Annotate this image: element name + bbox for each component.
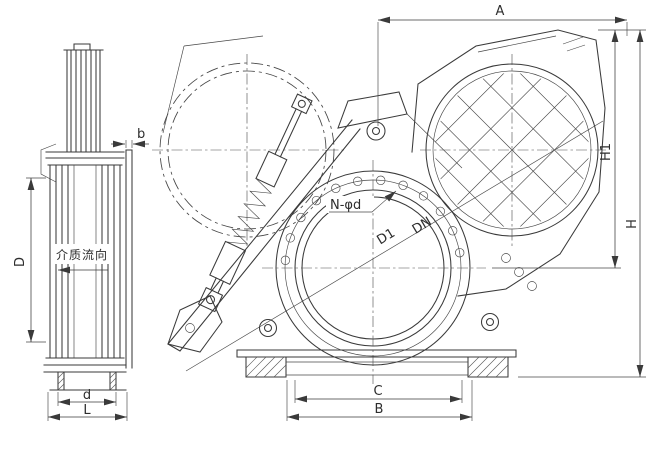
- front-view-dimensions: A H1 H C B: [286, 4, 646, 421]
- callout-leader: [329, 190, 397, 213]
- bolt-hole: [418, 191, 429, 201]
- main-bore: [185, 120, 604, 384]
- base: [236, 312, 517, 378]
- frame-left-edge: [167, 119, 361, 352]
- corner-bolt-outer: [480, 312, 500, 332]
- base-channel: [286, 361, 468, 376]
- bolt-holes: [280, 175, 465, 265]
- dim-label-D: D: [13, 257, 28, 267]
- top-pin: [297, 99, 306, 108]
- side-view-dimensions: D b d L: [13, 127, 149, 421]
- bracket-hole: [527, 281, 537, 291]
- bracket-pin-hole: [185, 323, 195, 333]
- left-bracket: [40, 143, 57, 183]
- bracket-hole: [514, 267, 524, 277]
- bolt-hole: [353, 176, 363, 186]
- corner-bolt-pin: [485, 317, 495, 327]
- bolt-callout-label: N-φd: [330, 198, 361, 213]
- dim-label-B: B: [375, 402, 384, 417]
- base-plate: [236, 349, 517, 358]
- phantom-position: [152, 35, 344, 248]
- dim-label-D1: D1: [374, 226, 397, 248]
- dim-b-extensions: [125, 140, 133, 148]
- frame-right-edge: [406, 113, 463, 169]
- side-view: 介质流向: [40, 43, 133, 391]
- body-flanges: [43, 151, 127, 373]
- plate-outline: [411, 29, 606, 297]
- dim-label-L: L: [83, 403, 91, 418]
- feet-hatch: [245, 356, 509, 378]
- dim-A-extensions: [377, 22, 628, 126]
- frame-side-plate: [125, 149, 133, 369]
- bolt-hole-callout: N-φd: [326, 190, 397, 213]
- apex-pivot-outer: [366, 121, 386, 141]
- bolt-hole: [285, 233, 295, 243]
- flow-direction-label: 介质流向: [56, 247, 108, 262]
- dim-label-H: H: [625, 219, 640, 229]
- grid-centerlines: [420, 54, 606, 248]
- pivot-bracket: [167, 295, 223, 353]
- apex-flange: [337, 91, 408, 129]
- bolt-hole: [435, 206, 446, 217]
- feet: [245, 356, 509, 378]
- bolt-hole: [398, 180, 408, 190]
- cylinder-body: [209, 240, 247, 286]
- corner-bolt-pin: [263, 323, 273, 333]
- spring: [226, 178, 273, 245]
- dim-label-d: d: [83, 388, 91, 403]
- dim-label-DN: DN: [410, 214, 435, 237]
- bolt-hole: [448, 226, 458, 236]
- phantom-corner-lines: [162, 35, 264, 134]
- plate-edge-details: [477, 35, 586, 53]
- piston-rod: [274, 108, 303, 158]
- feet-lines: [49, 371, 127, 391]
- bolt-hole: [331, 183, 341, 193]
- swing-frame: [167, 91, 463, 352]
- cylinder-head: [255, 150, 288, 188]
- dim-label-H1: H1: [599, 143, 614, 161]
- bolt-hole: [376, 175, 386, 185]
- hydraulic-cylinder: [197, 93, 313, 313]
- bolt-hole: [455, 248, 465, 258]
- phantom-centerlines: [152, 54, 344, 248]
- flow-label-backdrop: [52, 244, 112, 264]
- bolt-hole: [280, 255, 291, 265]
- dim-label-b: b: [137, 127, 145, 142]
- dim-label-C: C: [373, 384, 382, 399]
- bolt-hole: [311, 195, 322, 206]
- apex-pivot-pin: [371, 126, 381, 136]
- dim-label-A: A: [496, 4, 505, 19]
- diagonal-axis: [185, 120, 604, 372]
- bore-centerlines: [262, 160, 486, 384]
- dim-D-extensions: [26, 177, 46, 343]
- top-clevis: [290, 93, 313, 115]
- upper-plate-stack: [63, 43, 104, 153]
- callout-backdrop: [326, 196, 374, 213]
- bolt-hole: [296, 212, 306, 223]
- bottom-clevis: [197, 277, 225, 313]
- feet-hatch: [57, 371, 117, 391]
- front-view: D1 DN N-φd: [152, 29, 613, 384]
- dim-H-extensions: [492, 29, 646, 378]
- goggle-plate: [411, 29, 613, 297]
- bracket-hole: [501, 253, 511, 263]
- corner-bolt-outer: [258, 318, 278, 338]
